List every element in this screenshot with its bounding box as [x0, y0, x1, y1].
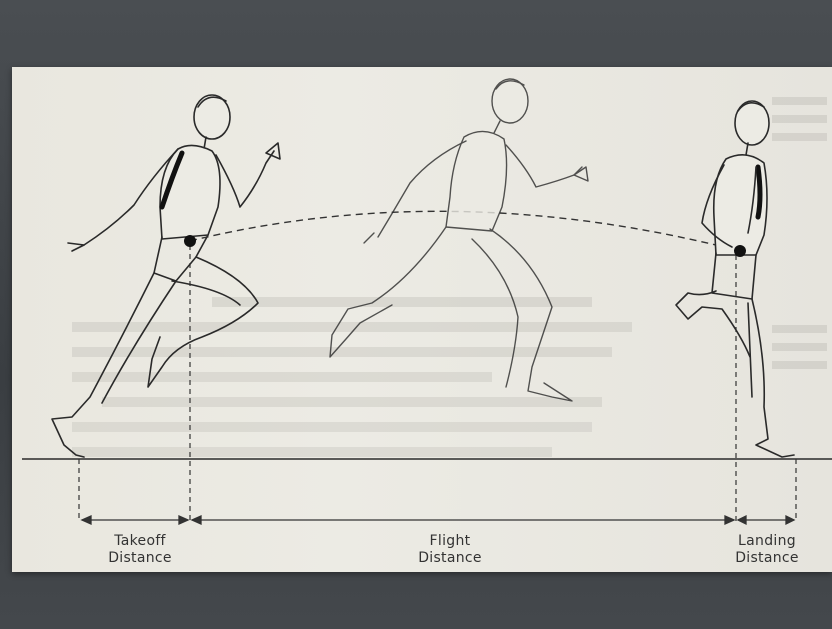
landing-distance-arrow	[738, 516, 794, 524]
long-jump-phases-diagram	[12, 67, 832, 572]
takeoff-distance-arrow	[82, 516, 188, 524]
takeoff-center-of-gravity-dot	[184, 235, 196, 247]
landing-label-line2: Distance	[724, 550, 810, 567]
flight-distance-label: Flight Distance	[400, 533, 500, 567]
takeoff-distance-label: Takeoff Distance	[92, 533, 188, 567]
takeoff-label-line1: Takeoff	[92, 533, 188, 550]
book-page: Takeoff Distance Flight Distance Landing…	[12, 67, 832, 572]
landing-distance-label: Landing Distance	[724, 533, 810, 567]
flight-label-line1: Flight	[400, 533, 500, 550]
landing-center-of-gravity-dot	[734, 245, 746, 257]
landing-label-line1: Landing	[724, 533, 810, 550]
flight-label-line2: Distance	[400, 550, 500, 567]
runner-landing-figure	[676, 101, 794, 457]
takeoff-label-line2: Distance	[92, 550, 188, 567]
flight-distance-arrow	[192, 516, 734, 524]
